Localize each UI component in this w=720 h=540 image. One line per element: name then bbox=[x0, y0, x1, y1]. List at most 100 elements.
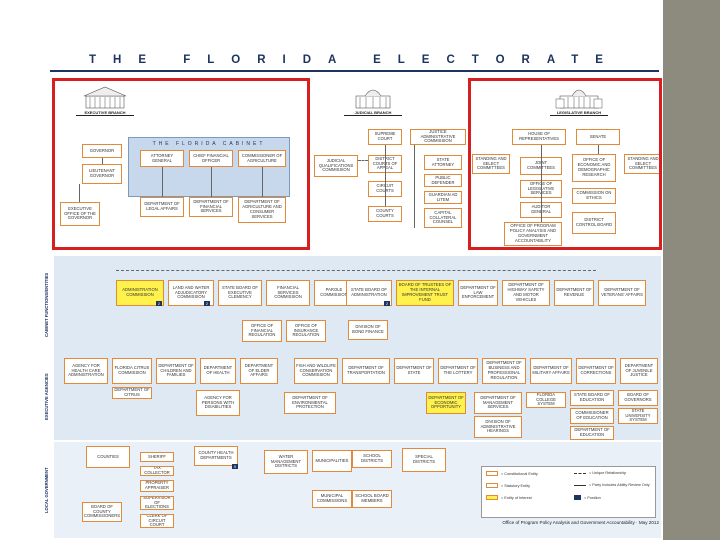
legend-dash-line bbox=[574, 472, 586, 474]
law-enforcement-box: DEPARTMENT OF LAW ENFORCEMENT bbox=[458, 280, 498, 306]
clemency-box: STATE BOARD OF EXECUTIVE CLEMENCY bbox=[218, 280, 262, 306]
legend-swatch-statutory bbox=[486, 483, 498, 488]
legend-liaison: = Unique Relationship bbox=[574, 471, 626, 475]
footer-credit: Office of Program Policy Analysis and Go… bbox=[502, 520, 659, 525]
revenue-box: DEPARTMENT OF REVENUE bbox=[554, 280, 594, 306]
county-health-box: COUNTY HEALTH DEPARTMENTS bbox=[194, 446, 238, 466]
agr-consumer-box: DEPARTMENT OF AGRICULTURE AND CONSUMER S… bbox=[238, 197, 286, 223]
legislative-highlight-frame bbox=[468, 78, 662, 250]
ahca-box: AGENCY FOR HEALTH CARE ADMINISTRATION bbox=[64, 358, 108, 384]
jqc-dash bbox=[358, 160, 368, 161]
governor-box: GOVERNOR bbox=[82, 144, 122, 158]
legend-solid-line bbox=[574, 484, 586, 486]
administrative-hearings-box: DIVISION OF ADMINISTRATIVE HEARINGS bbox=[474, 416, 522, 438]
position-badge-4: 5 bbox=[232, 464, 238, 469]
legend-number-text: = Position bbox=[584, 495, 601, 500]
position-badge-3: 2 bbox=[384, 301, 390, 306]
edr-box: OFFICE OF ECONOMIC AND DEMOGRAPHIC RESEA… bbox=[572, 154, 616, 182]
local-band-label: LOCAL GOVERNMENT bbox=[44, 467, 49, 513]
dept-citrus-box: DEPARTMENT OF CITRUS bbox=[112, 387, 152, 399]
state-attorney-box: STATE ATTORNEY bbox=[424, 155, 462, 170]
water-districts-box: WATER MANAGEMENT DISTRICTS bbox=[264, 450, 308, 474]
legend-statutory: = Statutory Entity bbox=[486, 483, 530, 488]
legend-constitutional-text: = Constitutional Entity bbox=[501, 471, 538, 476]
senate-box: SENATE bbox=[576, 129, 620, 145]
county-commissioners-box: BOARD OF COUNTY COMMISSIONERS bbox=[82, 502, 122, 522]
municipalities-box: MUNICIPALITIES bbox=[312, 450, 352, 472]
financial-services-box: DEPARTMENT OF FINANCIAL SERVICES bbox=[189, 197, 233, 217]
elections-box: SUPERVISOR OF ELECTIONS bbox=[140, 496, 174, 510]
sheriff-box: SHERIFF bbox=[140, 452, 174, 462]
court-spine bbox=[385, 145, 386, 206]
house-spine bbox=[541, 145, 542, 222]
financial-regulation-box: OFFICE OF FINANCIAL REGULATION bbox=[242, 320, 282, 342]
legislature-icon bbox=[554, 84, 604, 110]
jac-spine bbox=[414, 145, 415, 228]
title-rule bbox=[50, 70, 659, 72]
jac-box: JUSTICE ADMINISTRATIVE COMMISSION bbox=[410, 129, 466, 145]
county-courts-box: COUNTY COURTS bbox=[368, 206, 402, 222]
cfo-connector bbox=[211, 167, 212, 197]
legend-party-text: = Party Includes Ability Review Only bbox=[589, 483, 650, 487]
children-families-box: DEPARTMENT OF CHILDREN AND FAMILIES bbox=[156, 358, 196, 384]
bpr-box: DEPARTMENT OF BUSINESS AND PROFESSIONAL … bbox=[482, 358, 526, 384]
bond-finance-box: DIVISION OF BOND FINANCE bbox=[348, 320, 388, 340]
health-box: DEPARTMENT OF HEALTH bbox=[200, 358, 236, 384]
chart-title: THE FLORIDA ELECTORATE bbox=[89, 54, 620, 66]
elder-affairs-box: DEPARTMENT OF ELDER AFFAIRS bbox=[240, 358, 278, 384]
legislative-branch-label: LEGISLATIVE BRANCH bbox=[550, 110, 608, 116]
attorney-general-box: ATTORNEY GENERAL bbox=[140, 150, 184, 167]
juvenile-justice-box: DEPARTMENT OF JUVENILE JUSTICE bbox=[620, 358, 658, 384]
agencies-band-label: EXECUTIVE AGENCIES bbox=[44, 373, 49, 421]
oppaga-box: OFFICE OF PROGRAM POLICY ANALYSIS AND GO… bbox=[504, 222, 562, 246]
ethics-box: COMMISSION ON ETHICS bbox=[572, 188, 616, 204]
state-box: DEPARTMENT OF STATE bbox=[394, 358, 434, 384]
insurance-regulation-box: OFFICE OF INSURANCE REGULATION bbox=[286, 320, 326, 342]
legend-position: = Position bbox=[574, 495, 601, 500]
capital-counsel-box: CAPITAL COLLATERAL COUNSEL bbox=[424, 208, 462, 228]
agr-connector bbox=[262, 167, 263, 197]
legend-party: = Party Includes Ability Review Only bbox=[574, 483, 650, 487]
clerk-box: CLERK OF CIRCUIT COURT bbox=[140, 514, 174, 528]
lt-governor-box: LIEUTENANT GOVERNOR bbox=[82, 164, 122, 184]
property-appraiser-box: PROPERTY APPRAISER bbox=[140, 480, 174, 492]
position-badge-2: 2 bbox=[204, 301, 210, 306]
cabinet-band-label: CABINET FUNCTIONS/ENTITIES bbox=[44, 272, 49, 338]
transportation-box: DEPARTMENT OF TRANSPORTATION bbox=[342, 358, 390, 384]
lottery-box: DEPARTMENT OF THE LOTTERY bbox=[438, 358, 478, 384]
district-control-board-box: DISTRICT CONTROL BOARD bbox=[572, 212, 616, 234]
legend-yellow-text: = Entity of Interest bbox=[501, 495, 532, 500]
agriculture-commissioner-box: COMMISSIONER OF AGRICULTURE bbox=[238, 150, 286, 167]
legend-swatch-white bbox=[486, 471, 498, 476]
board-education-box: STATE BOARD OF EDUCATION bbox=[570, 390, 614, 406]
financial-services-commission-box: FINANCIAL SERVICES COMMISSION bbox=[266, 280, 310, 306]
gov-connector bbox=[102, 158, 103, 164]
legend-statutory-text: = Statutory Entity bbox=[501, 483, 531, 488]
legend-swatch-navy bbox=[574, 495, 581, 500]
cfo-box: CHIEF FINANCIAL OFFICER bbox=[189, 150, 233, 167]
municipal-commissions-box: MUNICIPAL COMMISSIONS bbox=[312, 490, 352, 508]
cabinet-dash-rail bbox=[116, 270, 596, 271]
economic-opportunity-box: DEPARTMENT OF ECONOMIC OPPORTUNITY bbox=[426, 392, 466, 414]
school-board-members-box: SCHOOL BOARD MEMBERS bbox=[352, 490, 392, 508]
legend-yellow: = Entity of Interest bbox=[486, 495, 532, 500]
board-governors-box: BOARD OF GOVERNORS bbox=[618, 390, 658, 406]
legend: = Constitutional Entity = Statutory Enti… bbox=[481, 466, 656, 518]
executive-branch-label: EXECUTIVE BRANCH bbox=[76, 110, 134, 116]
environmental-protection-box: DEPARTMENT OF ENVIRONMENTAL PROTECTION bbox=[284, 392, 336, 414]
eog-box: EXECUTIVE OFFICE OF THE GOVERNOR bbox=[60, 202, 100, 226]
senate-connector bbox=[598, 145, 599, 154]
legend-constitutional: = Constitutional Entity bbox=[486, 471, 538, 476]
school-districts-box: SCHOOL DISTRICTS bbox=[352, 450, 392, 468]
highway-safety-box: DEPARTMENT OF HIGHWAY SAFETY AND MOTOR V… bbox=[502, 280, 550, 306]
trustees-box: BOARD OF TRUSTEES OF THE INTERNAL IMPROV… bbox=[396, 280, 454, 306]
org-chart-canvas: THE FLORIDA ELECTORATE EXECUTIVE BRANCH … bbox=[44, 50, 663, 540]
capitol-building-icon bbox=[80, 84, 130, 110]
ag-connector bbox=[162, 167, 163, 197]
citrus-commission-box: FLORIDA CITRUS COMMISSION bbox=[112, 358, 152, 384]
college-system-box: FLORIDA COLLEGE SYSTEM bbox=[526, 392, 566, 408]
public-defender-box: PUBLIC DEFENDER bbox=[424, 174, 462, 187]
legal-affairs-box: DEPARTMENT OF LEGAL AFFAIRS bbox=[140, 197, 184, 217]
guardian-ad-litem-box: GUARDIAN AD LITEM bbox=[424, 191, 462, 204]
veterans-box: DEPARTMENT OF VETERANS' AFFAIRS bbox=[598, 280, 646, 306]
